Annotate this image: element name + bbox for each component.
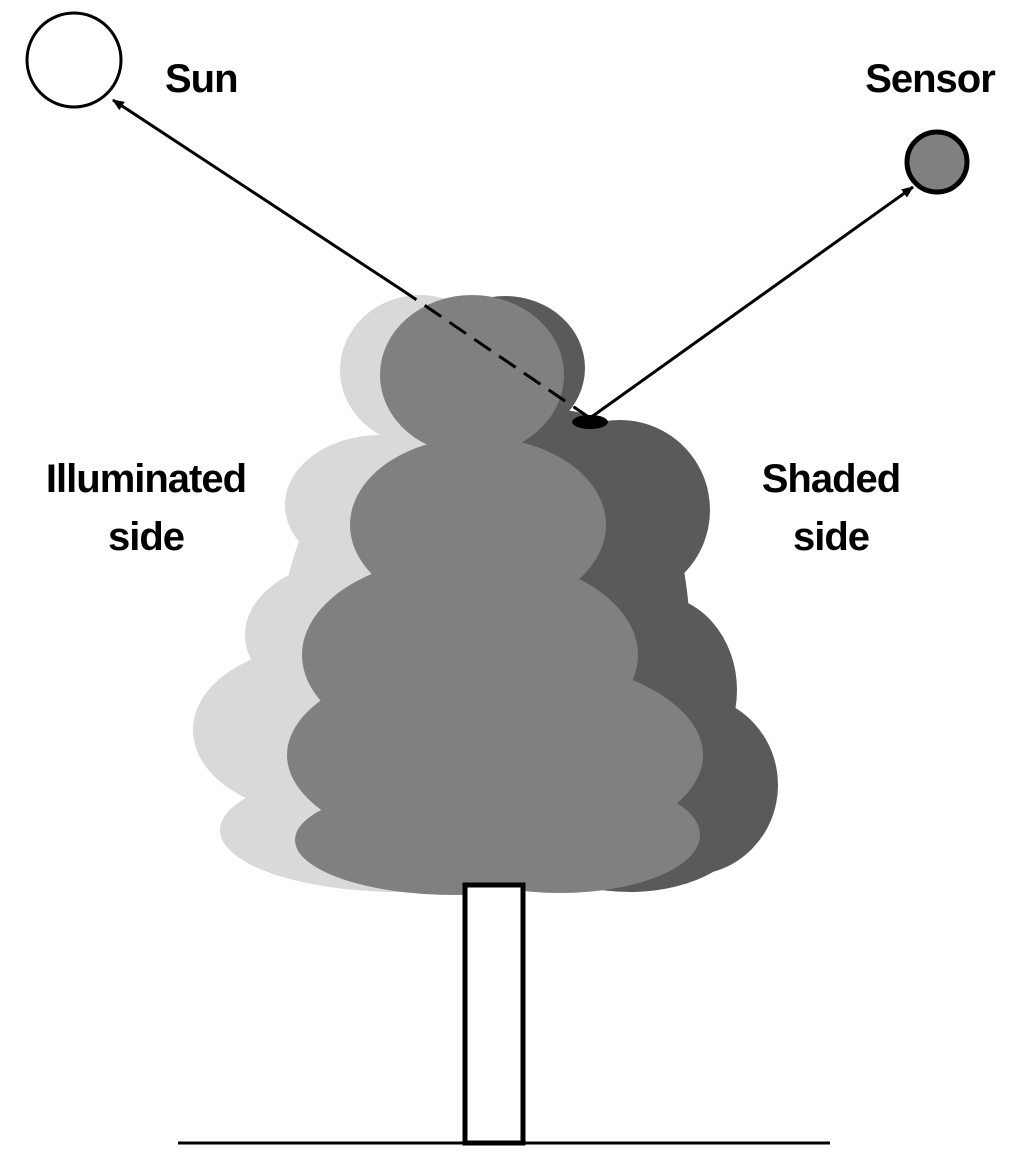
sensor-label: Sensor — [865, 57, 995, 101]
sun-icon — [25, 11, 123, 109]
illuminated-label-line1: Illuminated — [46, 457, 246, 501]
tree-trunk — [462, 882, 526, 1146]
shaded-label-line1: Shaded — [762, 457, 900, 501]
sensor-ray — [589, 185, 914, 420]
mid-crown — [287, 295, 703, 895]
illuminated-label-line2: side — [108, 515, 184, 559]
sun-ray-solid — [112, 98, 406, 294]
observed-point — [572, 415, 608, 429]
sun-ray-dashed — [404, 290, 591, 420]
sensor-icon — [904, 129, 970, 195]
shaded-label-line2: side — [793, 515, 869, 559]
sun-label: Sun — [165, 57, 238, 101]
